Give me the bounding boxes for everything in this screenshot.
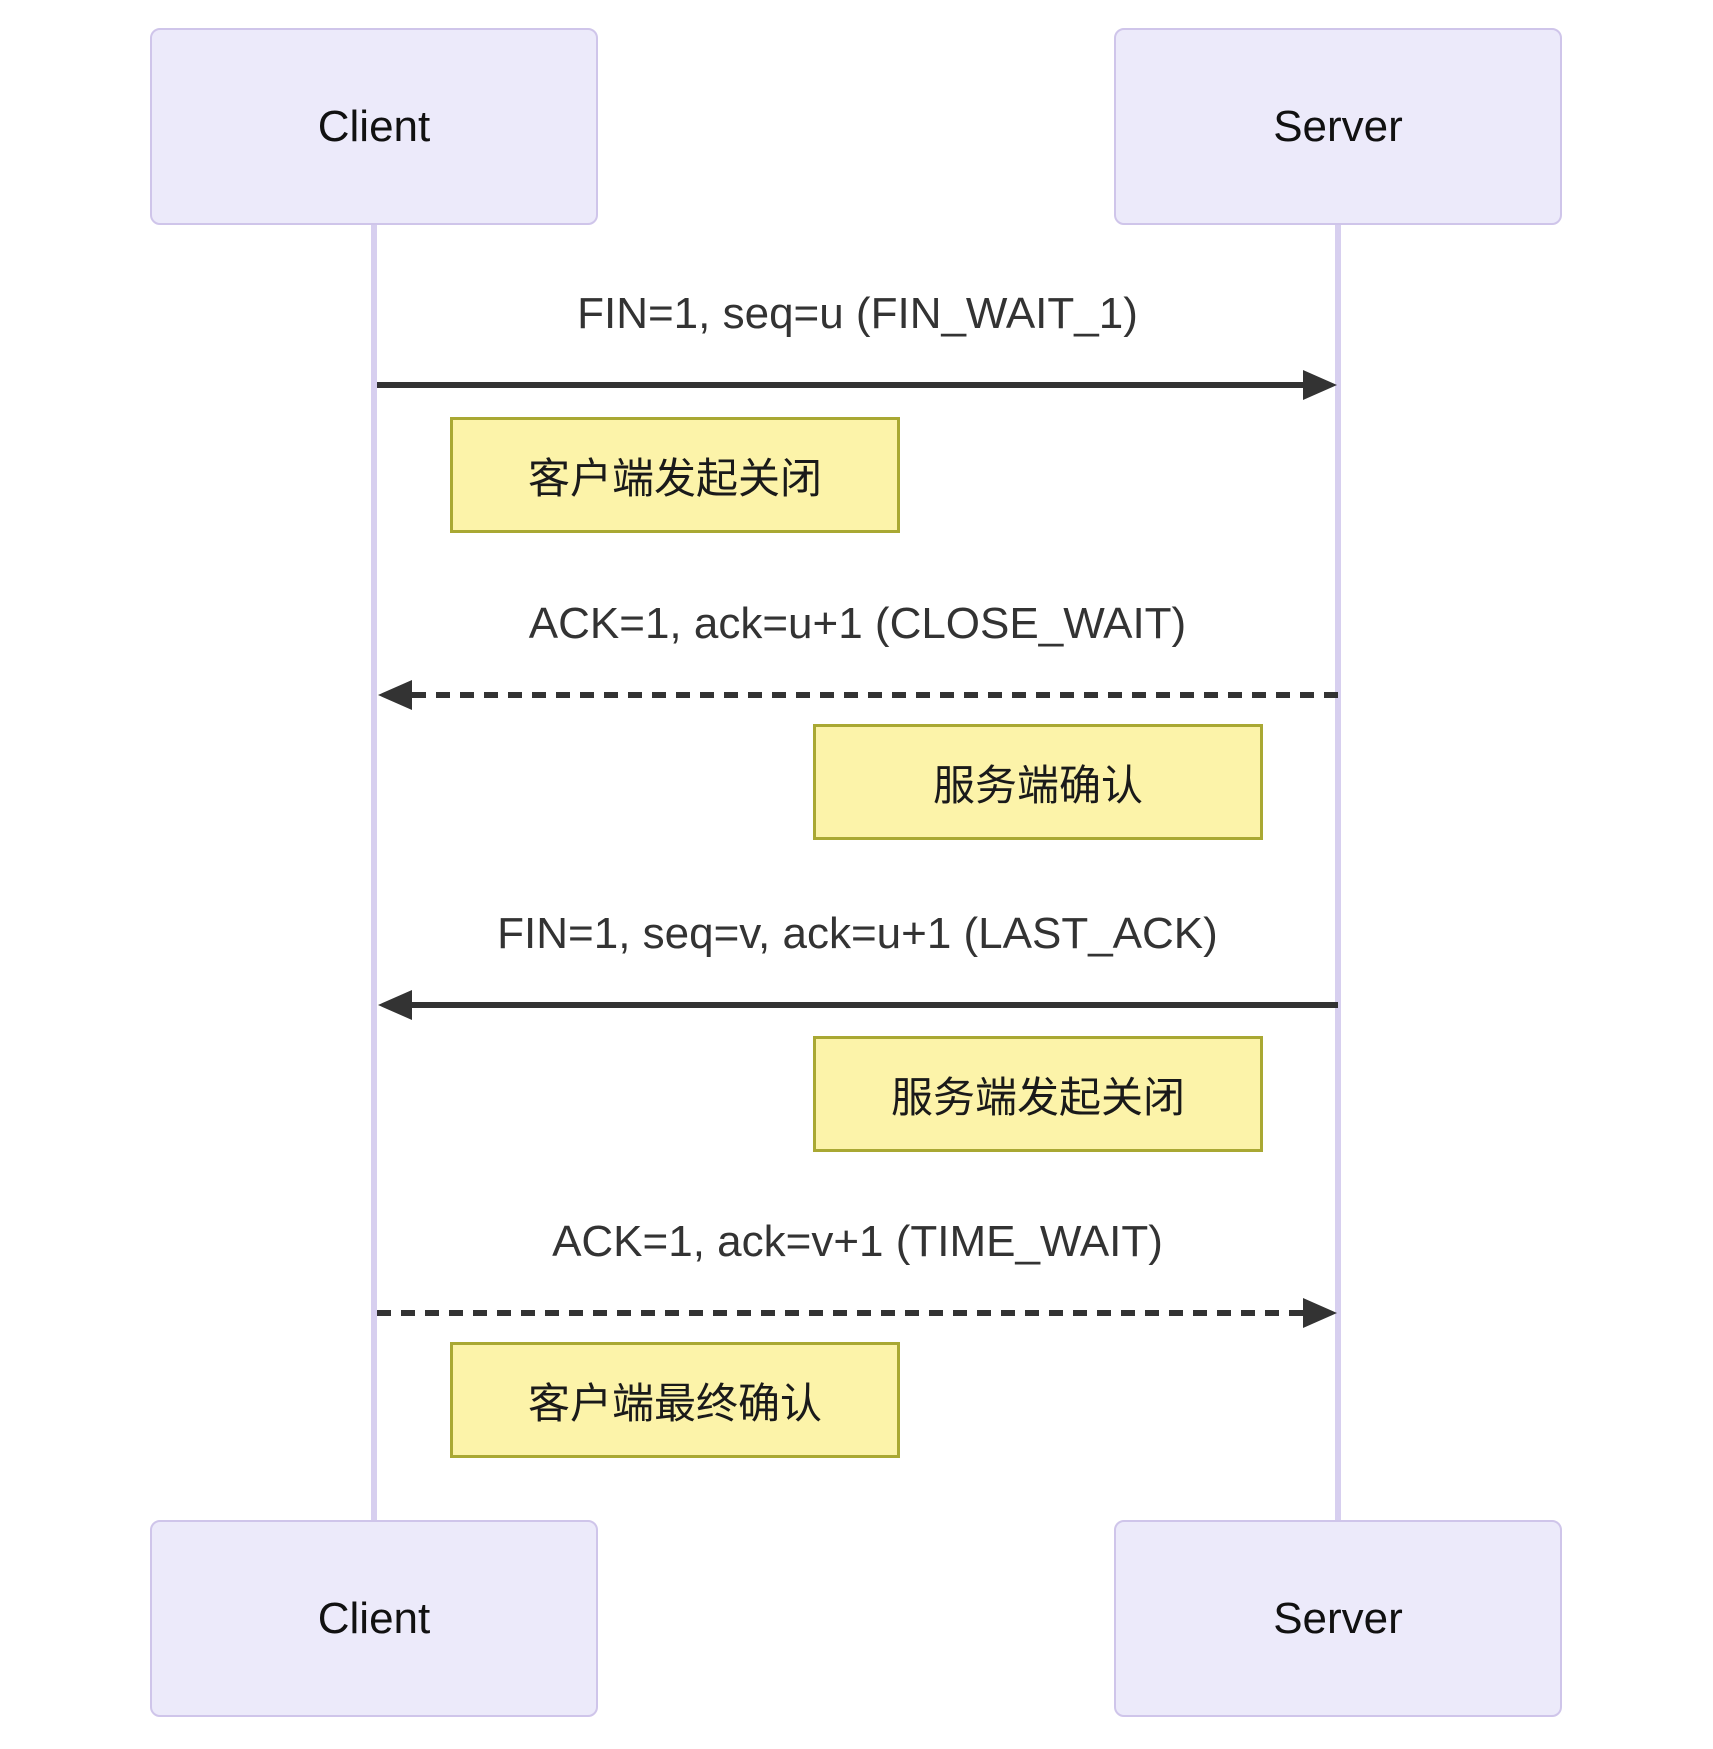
note-2-label: 服务端确认 [932,761,1143,809]
client-lifeline [371,225,377,1520]
actor-client-top-label: Client [317,101,431,151]
message-4-label: ACK=1, ack=v+1 (TIME_WAIT) [552,1217,1163,1266]
note-4-label: 客户端最终确认 [527,1379,822,1427]
message-3-label: FIN=1, seq=v, ack=u+1 (LAST_ACK) [497,909,1218,958]
actor-server-bottom-label: Server [1273,1593,1403,1643]
server-lifeline [1335,225,1341,1520]
note-3-label: 服务端发起关闭 [890,1073,1185,1121]
actor-server-top: Server [1114,28,1562,225]
note-client-initiates-close: 客户端发起关闭 [450,417,900,533]
arrowhead-right-icon [1303,1298,1337,1328]
note-1-label: 客户端发起关闭 [527,454,822,502]
message-1-label: FIN=1, seq=u (FIN_WAIT_1) [577,289,1138,338]
actor-server-top-label: Server [1273,101,1403,151]
arrowhead-right-icon [1303,370,1337,400]
message-2-label: ACK=1, ack=u+1 (CLOSE_WAIT) [528,599,1187,648]
note-server-initiates-close: 服务端发起关闭 [813,1036,1263,1152]
actor-client-bottom-label: Client [317,1593,431,1643]
note-server-acknowledges: 服务端确认 [813,724,1263,840]
note-client-final-ack: 客户端最终确认 [450,1342,900,1458]
actor-client-top: Client [150,28,598,225]
arrowhead-left-icon [378,990,412,1020]
message-2-line [412,692,1338,698]
message-1-line [377,382,1303,388]
actor-client-bottom: Client [150,1520,598,1717]
message-3-line [412,1002,1338,1008]
arrowhead-left-icon [378,680,412,710]
message-4-line [377,1310,1303,1316]
actor-server-bottom: Server [1114,1520,1562,1717]
